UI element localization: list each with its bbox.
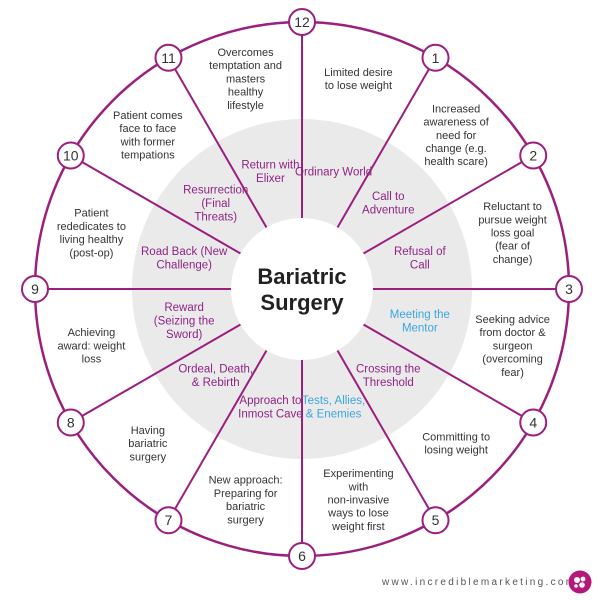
step-number: 11 xyxy=(161,50,176,66)
segment-divider xyxy=(167,57,268,229)
stage-label: Ordeal, Death,& Rebirth xyxy=(178,364,253,390)
step-number-badge: 6 xyxy=(288,542,316,570)
step-number: 3 xyxy=(565,281,573,297)
brand-logo-icon xyxy=(568,570,592,594)
stage-label: Tests, Allies,& Enemies xyxy=(302,395,365,421)
step-number: 8 xyxy=(67,415,75,431)
step-number: 5 xyxy=(432,512,440,528)
step-number-badge: 4 xyxy=(519,408,548,437)
step-number: 1 xyxy=(432,50,440,66)
segment-divider xyxy=(362,154,534,255)
step-number-badge: 1 xyxy=(421,43,450,72)
step-number-badge: 8 xyxy=(56,408,85,437)
step-number-badge: 10 xyxy=(56,141,85,170)
step-number: 12 xyxy=(294,14,310,30)
step-number-badge: 9 xyxy=(21,275,49,303)
step-number-badge: 3 xyxy=(555,275,583,303)
segment-divider xyxy=(336,57,437,229)
segment-divider xyxy=(70,154,242,255)
segment-divider xyxy=(336,349,437,521)
step-number-badge: 7 xyxy=(154,506,183,535)
segment-divider xyxy=(362,323,534,424)
step-number-badge: 11 xyxy=(154,43,183,72)
step-number: 9 xyxy=(31,281,39,297)
segment-divider xyxy=(167,349,268,521)
center-circle xyxy=(231,218,373,360)
step-number: 10 xyxy=(63,148,79,164)
step-number: 2 xyxy=(529,148,537,164)
step-number: 4 xyxy=(529,415,537,431)
step-number-badge: 2 xyxy=(519,141,548,170)
step-number: 7 xyxy=(165,512,173,528)
stage-label: Ordinary World xyxy=(295,166,372,178)
segment-divider xyxy=(70,323,242,424)
step-number: 6 xyxy=(298,548,306,564)
step-number-badge: 12 xyxy=(288,8,316,36)
step-number-badge: 5 xyxy=(421,506,450,535)
footer-url: www.incrediblemarketing.com xyxy=(382,577,577,588)
